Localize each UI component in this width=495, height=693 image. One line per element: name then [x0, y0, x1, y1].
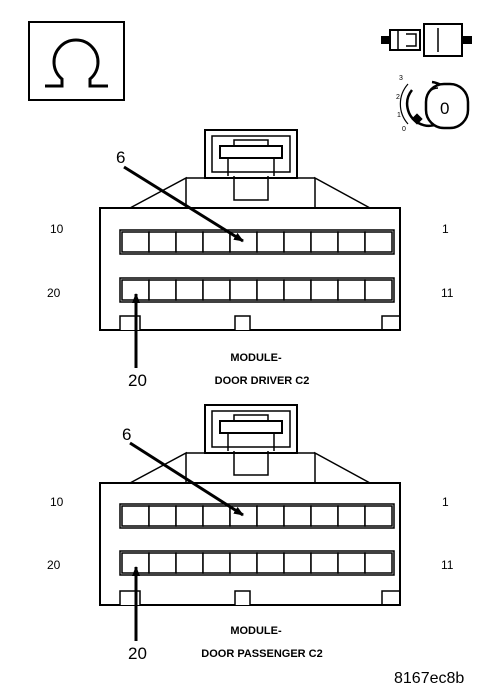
callout-pin-6: 6: [116, 148, 125, 167]
pin-cavity: [175, 552, 204, 574]
pin-label-11: 11: [441, 558, 454, 572]
ignition-position-0: 0: [402, 126, 406, 133]
pin-row-frame: [119, 277, 395, 303]
pin-row-top: [119, 229, 395, 255]
pin-cavity: [121, 505, 150, 527]
pin-cavity: [148, 505, 177, 527]
pin-cavity: [283, 279, 312, 301]
connector-door-passenger-c2: 10 1 20 11 6 20 MODULE- DOOR PASSENGER C…: [47, 404, 454, 663]
pin-cavity: [202, 231, 231, 253]
callout-arrow-6: [123, 165, 244, 243]
pin-cavity: [337, 505, 366, 527]
ignition-position-2: 2: [396, 94, 400, 101]
pin-label-20: 20: [47, 286, 61, 300]
ignition-key-icon: 3 2 1 0 0: [396, 75, 470, 133]
pin-cavity: [337, 279, 366, 301]
pin-cavity: [256, 552, 285, 574]
pin-cavity: [202, 505, 231, 527]
figure-code: 8167ec8b: [394, 670, 464, 687]
pin-cavity: [229, 279, 258, 301]
pin-cavity: [256, 279, 285, 301]
pin-cavity: [283, 552, 312, 574]
pin-cavity: [202, 552, 231, 574]
connector-title-line1: MODULE-: [230, 352, 282, 364]
pin-cavity: [310, 279, 339, 301]
pin-cavity: [310, 505, 339, 527]
pin-row-frame: [119, 229, 395, 255]
connector-icon: [381, 23, 472, 57]
connector-door-driver-c2: 10 1 20 11 6 20 MODULE- DOOR DRIVER C2: [47, 129, 454, 390]
pin-cavity: [364, 552, 393, 574]
pin-cavity: [337, 231, 366, 253]
pin-label-10: 10: [50, 222, 64, 236]
ignition-position-3: 3: [399, 75, 403, 82]
pin-cavity: [364, 279, 393, 301]
pin-cavity: [175, 279, 204, 301]
pin-cavity: [310, 552, 339, 574]
key-position-label: 0: [440, 99, 449, 118]
pin-row-frame: [119, 550, 395, 576]
connector-title-line2: DOOR PASSENGER C2: [201, 648, 322, 660]
callout-pin-20: 20: [128, 644, 147, 663]
callout-pin-6: 6: [122, 425, 131, 444]
pin-row-bottom: [119, 277, 395, 303]
pin-cavity: [283, 505, 312, 527]
pin-cavity: [148, 231, 177, 253]
ignition-position-1: 1: [397, 112, 401, 119]
pin-cavity: [148, 552, 177, 574]
pin-row-frame: [119, 503, 395, 529]
pin-cavity: [202, 279, 231, 301]
pin-label-20: 20: [47, 558, 61, 572]
ohm-icon: [28, 21, 125, 101]
pin-cavity: [364, 231, 393, 253]
connector-title-line1: MODULE-: [230, 625, 282, 637]
pin-cavity: [175, 231, 204, 253]
pin-cavity: [175, 505, 204, 527]
pin-cavity: [364, 505, 393, 527]
pin-cavity: [337, 552, 366, 574]
pin-row-top: [119, 503, 395, 529]
pin-cavity: [256, 505, 285, 527]
pin-cavity: [310, 231, 339, 253]
pin-cavity: [283, 231, 312, 253]
connector-title-line2: DOOR DRIVER C2: [215, 375, 310, 387]
pin-cavity: [256, 231, 285, 253]
pin-cavity: [148, 279, 177, 301]
pin-cavity: [121, 231, 150, 253]
callout-arrow-6: [129, 441, 244, 517]
callout-pin-20: 20: [128, 371, 147, 390]
pin-label-11: 11: [441, 286, 454, 300]
pin-label-10: 10: [50, 495, 64, 509]
pin-label-1: 1: [442, 222, 449, 236]
pin-cavity: [229, 552, 258, 574]
pin-label-1: 1: [442, 495, 449, 509]
pin-row-bottom: [119, 550, 395, 576]
